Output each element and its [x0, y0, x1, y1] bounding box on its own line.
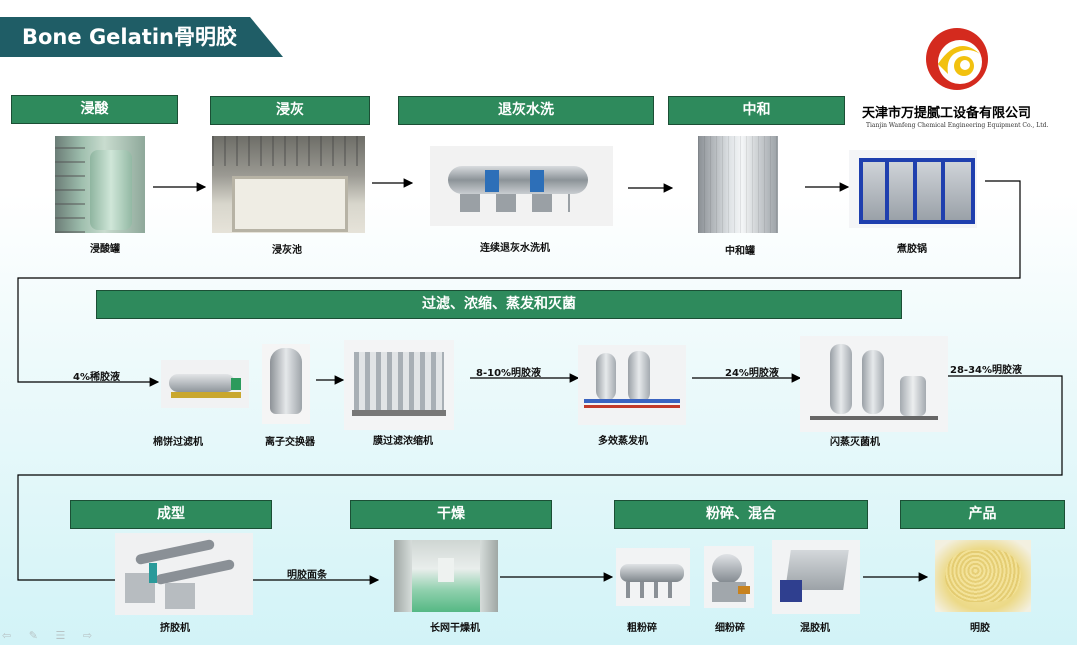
caption-fine-crusher: 细粉碎 — [715, 623, 745, 634]
stage-crush-mix: 粉碎、混合 — [614, 500, 868, 529]
back-icon[interactable]: ⇦ — [2, 629, 12, 642]
slideshow-toolbar[interactable]: ⇦ ✎ ☰ ⇨ — [2, 629, 122, 643]
continuous-washer-image — [430, 146, 613, 226]
caption-dryer: 长网干燥机 — [430, 623, 480, 634]
gelatin-boiling-pot-image — [849, 150, 977, 228]
fine-crusher-image — [704, 546, 754, 608]
stage-delime-wash: 退灰水洗 — [398, 96, 654, 125]
cake-filter-image — [161, 360, 249, 408]
caption-coarse-crusher: 粗粉碎 — [627, 623, 657, 634]
extruder-image — [115, 533, 253, 615]
coarse-crusher-image — [616, 548, 690, 606]
page-title: Bone Gelatin骨明胶 — [0, 17, 283, 57]
flow-label-noodle: 明胶面条 — [287, 570, 327, 581]
pen-icon[interactable]: ✎ — [28, 629, 38, 642]
caption-lime-pool: 浸灰池 — [272, 245, 302, 256]
stage-soak-acid: 浸酸 — [11, 95, 178, 124]
company-english-name: Tianjin Wanfeng Chemical Engineering Equ… — [866, 122, 1049, 129]
caption-evaporator: 多效蒸发机 — [598, 436, 648, 447]
caption-membrane: 膜过滤浓缩机 — [373, 436, 433, 447]
connector-row2-to-row3 — [17, 375, 1063, 581]
connector-row1-to-row2 — [17, 180, 1021, 383]
caption-flash-sterilizer: 闪蒸灭菌机 — [830, 437, 880, 448]
caption-cake-filter: 棉饼过滤机 — [153, 437, 203, 448]
mixer-image — [772, 540, 860, 614]
multi-effect-evaporator-image — [578, 345, 686, 425]
caption-acid-tank: 浸酸罐 — [90, 244, 120, 255]
menu-icon[interactable]: ☰ — [55, 629, 66, 642]
flow-label-8-10: 8-10%明胶液 — [476, 368, 542, 379]
neutralization-tank-image — [698, 136, 778, 233]
stage-product: 产品 — [900, 500, 1065, 529]
caption-mixer: 混胶机 — [800, 623, 830, 634]
lime-pool-image — [212, 136, 365, 233]
caption-washer: 连续退灰水洗机 — [480, 243, 550, 254]
stage-forming: 成型 — [70, 500, 272, 529]
ion-exchanger-image — [262, 344, 310, 424]
company-name: 天津市万提腻工设备有限公司 — [862, 106, 1032, 121]
flow-label-28-34: 28-34%明胶液 — [950, 365, 1023, 376]
stage-soak-lime: 浸灰 — [210, 96, 370, 125]
caption-gelatin: 明胶 — [970, 623, 990, 634]
company-logo — [918, 24, 996, 94]
flow-label-dilute: 4%稀胶液 — [73, 372, 120, 383]
belt-dryer-image — [394, 540, 498, 612]
forward-icon[interactable]: ⇨ — [82, 629, 93, 642]
caption-ion-exchanger: 离子交换器 — [265, 437, 315, 448]
flow-label-24: 24%明胶液 — [725, 368, 779, 379]
stage-neutralize: 中和 — [668, 96, 845, 125]
stage-drying: 干燥 — [350, 500, 552, 529]
caption-extruder: 挤胶机 — [160, 623, 190, 634]
caption-boiling-pot: 煮胶锅 — [897, 244, 927, 255]
caption-neutral-tank: 中和罐 — [725, 246, 755, 257]
flash-sterilizer-image — [800, 336, 948, 432]
stage-filter-concentrate: 过滤、浓缩、蒸发和灭菌 — [96, 290, 902, 319]
membrane-filter-image — [344, 340, 454, 430]
acid-tank-image — [55, 136, 145, 233]
gelatin-product-image — [935, 540, 1031, 612]
